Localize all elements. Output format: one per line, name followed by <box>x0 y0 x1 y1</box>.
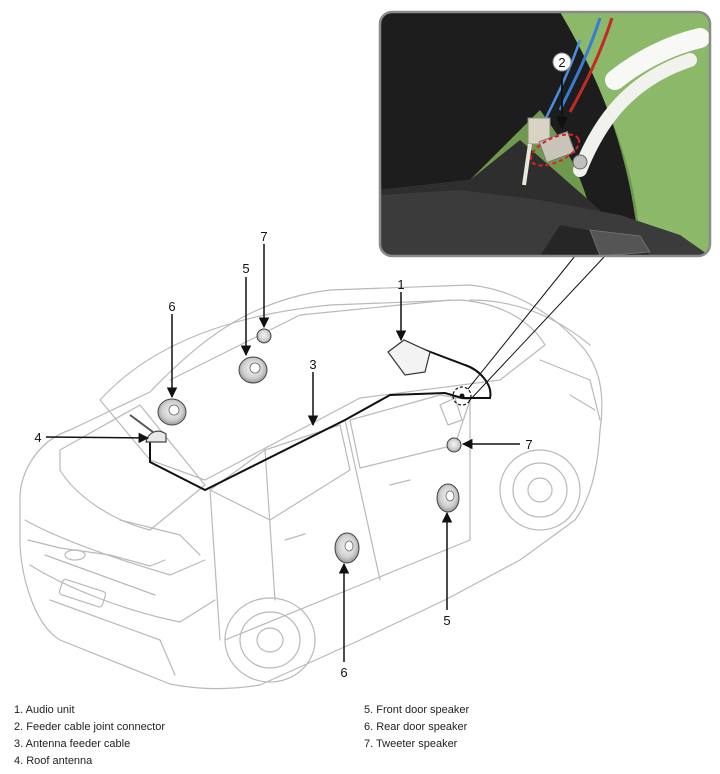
callout-5-door: 5 <box>443 613 450 628</box>
callout-6-roof: 6 <box>168 299 175 314</box>
front-door-speaker <box>436 483 460 513</box>
callout-6-door: 6 <box>340 665 347 680</box>
legend-item-roof-antenna: 4. Roof antenna <box>14 755 93 767</box>
tweeter-speaker <box>446 437 462 453</box>
callout-4: 4 <box>34 430 41 445</box>
callout-1: 1 <box>397 277 404 292</box>
legend-item-feeder-cable-joint-connector: 2. Feeder cable joint connector <box>14 721 166 733</box>
callout-leaders <box>45 244 520 662</box>
legend-item-tweeter-speaker: 7. Tweeter speaker <box>364 738 458 750</box>
connector-detail-inset <box>378 10 712 258</box>
vehicle-outline <box>19 284 603 690</box>
joint-connector-marker <box>452 386 472 406</box>
tweeter-speaker-roof <box>256 328 272 344</box>
legend-item-antenna-feeder-cable: 3. Antenna feeder cable <box>14 738 131 750</box>
rear-door-speaker <box>334 532 360 564</box>
antenna-feeder-cable <box>149 347 492 492</box>
rear-door-speaker-roof <box>157 398 187 426</box>
front-door-speaker-roof <box>238 356 268 384</box>
legend-item-audio-unit: 1. Audio unit <box>14 704 75 716</box>
callout-2: 2 <box>558 55 565 70</box>
legend-right: 5. Front door speaker 6. Rear door speak… <box>364 702 469 753</box>
legend-item-front-door-speaker: 5. Front door speaker <box>364 704 470 716</box>
legend-item-rear-door-speaker: 6. Rear door speaker <box>364 721 468 733</box>
callout-3: 3 <box>309 357 316 372</box>
callout-7-roof: 7 <box>260 229 267 244</box>
callout-7-door: 7 <box>525 437 532 452</box>
callout-5-roof: 5 <box>242 261 249 276</box>
legend-left: 1. Audio unit 2. Feeder cable joint conn… <box>14 702 165 770</box>
zoom-lines <box>467 255 606 402</box>
audio-unit <box>387 339 431 376</box>
